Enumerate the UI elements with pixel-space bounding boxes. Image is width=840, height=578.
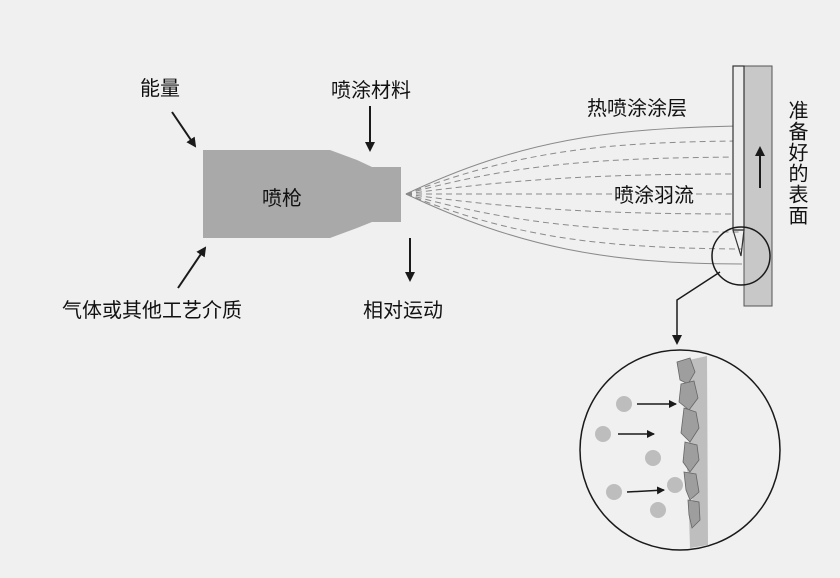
spray-gun-body	[203, 150, 401, 238]
spray-gun-label: 喷枪	[262, 186, 302, 210]
spray-plume-label: 喷涂羽流	[614, 183, 694, 207]
detail-spot-wedge	[732, 229, 745, 257]
energy-arrow	[171, 111, 197, 148]
magnified-coating-splats	[676, 357, 701, 529]
detail-pointer	[672, 271, 721, 345]
prepared-surface-label: 准备好的表面	[785, 100, 809, 226]
gas-medium-arrow	[177, 246, 207, 289]
detail-spot-circle	[711, 226, 771, 286]
coating-layer	[732, 65, 745, 231]
thermal-coating-label: 热喷涂涂层	[587, 96, 687, 120]
energy-label: 能量	[140, 76, 180, 100]
substrate-bar	[743, 65, 773, 307]
spray-plume	[405, 125, 743, 265]
magnified-particles	[595, 396, 683, 518]
spray-material-label: 喷涂材料	[331, 78, 411, 102]
gas-medium-label: 气体或其他工艺介质	[62, 298, 242, 322]
magnified-particle-arrows	[618, 400, 677, 495]
relative-motion-label: 相对运动	[363, 298, 443, 322]
